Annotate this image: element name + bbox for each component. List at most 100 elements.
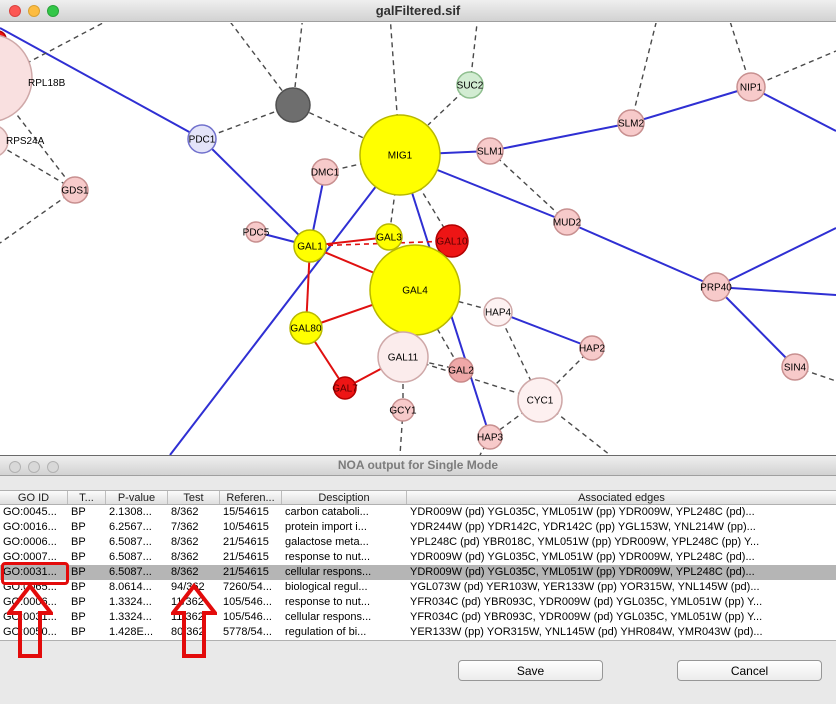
node-rps24a[interactable]: [0, 125, 9, 157]
column-header[interactable]: T...: [68, 491, 106, 504]
node-gcy1[interactable]: [391, 398, 415, 422]
node-hap4[interactable]: [483, 297, 513, 327]
node-gray-node[interactable]: [275, 87, 311, 123]
edge-blue: [715, 286, 836, 296]
column-header[interactable]: Associated edges: [578, 492, 665, 504]
column-header[interactable]: P-value: [106, 491, 168, 504]
edge-blue: [715, 286, 796, 368]
cancel-button[interactable]: Cancel: [677, 660, 822, 681]
table-cell: 5778/54...: [223, 626, 272, 638]
node-prp40[interactable]: [701, 272, 731, 302]
node-mud2[interactable]: [553, 208, 581, 236]
table-cell: GO:0031...: [3, 566, 57, 578]
table-cell: 15/54615: [223, 506, 269, 518]
network-window-title: galFiltered.sif: [375, 3, 461, 18]
table-cell: 21/54615: [223, 566, 269, 578]
table-cell: 105/546...: [223, 611, 272, 623]
table-cell: YFR034C (pd) YBR093C, YDR009W (pd) YGL03…: [410, 611, 763, 623]
node-rpl18b[interactable]: [0, 34, 33, 122]
table-cell: 8.0614...: [109, 581, 152, 593]
table-cell: biological regul...: [285, 581, 368, 593]
column-header[interactable]: Referen...: [220, 491, 282, 504]
edge-dash: [414, 289, 462, 371]
table-cell: cellular respons...: [285, 611, 372, 623]
column-header[interactable]: GO ID: [0, 491, 68, 504]
table-cell: 1.3324...: [109, 611, 152, 623]
node-suc2[interactable]: [456, 71, 484, 99]
table-cell: protein import i...: [285, 521, 367, 533]
node-mig1[interactable]: [359, 114, 441, 196]
node-label: GAL11: [388, 353, 419, 364]
node-sin4[interactable]: [781, 353, 809, 381]
node-label: GCY1: [389, 406, 417, 417]
network-window-titlebar[interactable]: galFiltered.sif: [0, 0, 836, 22]
network-canvas[interactable]: RPL18BRPS24AGDS1PDC1DMC1MIG1SUC2SLM1SLM2…: [0, 23, 836, 455]
node-dmc1[interactable]: [311, 158, 339, 186]
node-gal1[interactable]: [293, 229, 327, 263]
close-button[interactable]: [9, 461, 21, 473]
table-cell: 8/362: [171, 536, 199, 548]
table-cell: galactose meta...: [285, 536, 369, 548]
table-cell: GO:0065...: [3, 581, 57, 593]
node-nip1[interactable]: [736, 72, 766, 102]
node-slm1[interactable]: [476, 137, 504, 165]
node-slm2[interactable]: [617, 109, 645, 137]
table-cell: cellular respons...: [285, 566, 372, 578]
node-gal2[interactable]: [448, 357, 474, 383]
table-cell: YFR034C (pd) YBR093C, YDR009W (pd) YGL03…: [410, 596, 763, 608]
column-header[interactable]: Test: [168, 491, 220, 504]
node-label: SLM1: [477, 147, 504, 158]
node-gal80[interactable]: [289, 311, 323, 345]
noa-window-titlebar[interactable]: NOA output for Single Mode: [0, 456, 836, 476]
node-label: GAL2: [448, 366, 474, 377]
table-cell: 6.5087...: [109, 536, 152, 548]
node-hap3[interactable]: [477, 424, 503, 450]
table-cell: YDR009W (pd) YGL035C, YML051W (pp) YDR00…: [410, 551, 755, 563]
node-label: SUC2: [457, 81, 484, 92]
node-hap2[interactable]: [579, 335, 605, 361]
edge-blue: [715, 227, 836, 288]
close-button[interactable]: [9, 5, 21, 17]
node-pdc1[interactable]: [187, 124, 217, 154]
zoom-button[interactable]: [47, 5, 59, 17]
table-cell: 10/54615: [223, 521, 269, 533]
node-pdc5[interactable]: [245, 221, 267, 243]
node-label: HAP2: [579, 344, 606, 355]
zoom-button[interactable]: [47, 461, 59, 473]
table-cell: 11/362: [171, 596, 204, 608]
minimize-button[interactable]: [28, 461, 40, 473]
table-cell: GO:0006...: [3, 596, 57, 608]
node-label: RPL18B: [28, 78, 66, 89]
save-button[interactable]: Save: [458, 660, 603, 681]
edge-dash: [11, 23, 105, 72]
table-cell: 11/362: [171, 611, 204, 623]
edge-dash: [292, 23, 303, 106]
node-label: CYC1: [527, 396, 554, 407]
minimize-button[interactable]: [28, 5, 40, 17]
edge-dash: [794, 366, 836, 382]
node-gds1[interactable]: [61, 176, 89, 204]
edge-blue: [0, 27, 203, 140]
node-gal3[interactable]: [375, 223, 403, 251]
edge-dash: [399, 409, 404, 455]
column-header[interactable]: Desciption: [282, 491, 407, 504]
table-cell: 2.1308...: [109, 506, 152, 518]
table-cell: 8/362: [171, 566, 199, 578]
node-cyc1[interactable]: [517, 377, 563, 423]
node-gal7[interactable]: [333, 376, 357, 400]
node-gal11[interactable]: [377, 331, 429, 383]
node-gal10[interactable]: [435, 224, 469, 258]
